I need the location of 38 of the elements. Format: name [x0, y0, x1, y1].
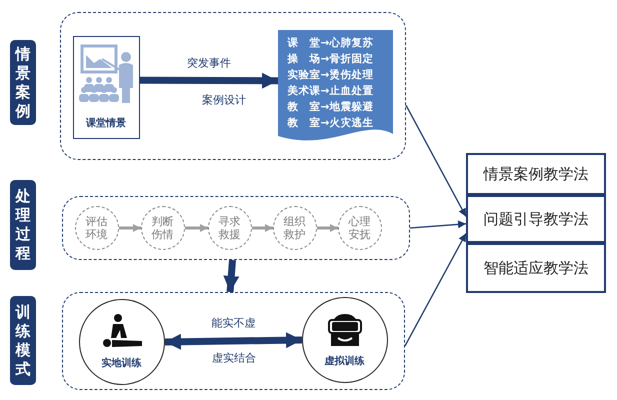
circle-label: 虚拟训练 — [324, 354, 366, 368]
arrow-caption: 虚实结合 — [210, 350, 258, 366]
list-item: 课 堂→心肺复苏 — [288, 36, 374, 50]
dashed-container — [62, 196, 410, 260]
list-item: 教 室→火灾逃生 — [288, 116, 374, 130]
list-item: 教 室→地震躲避 — [288, 100, 374, 114]
method-box: 问题引导教学法 — [466, 195, 606, 243]
arrow-caption: 案例设计 — [200, 92, 248, 108]
section-label: 处理过程 — [10, 180, 36, 270]
arrow — [404, 233, 467, 346]
arrow — [405, 104, 467, 217]
arrow — [317, 224, 338, 232]
arrow — [164, 332, 302, 350]
arrow — [410, 220, 466, 229]
step-circle: 评估环境 — [74, 206, 118, 250]
picture-caption: 课堂情景 — [84, 116, 127, 130]
arrow — [252, 224, 273, 232]
method-box: 情景案例教学法 — [466, 153, 606, 195]
method-box: 智能适应教学法 — [466, 243, 606, 293]
edge-label: 能实不虚 — [210, 316, 258, 330]
list-item: 美术课→止血处置 — [288, 84, 374, 98]
step-circle: 组织救护 — [272, 206, 316, 250]
edge-label: 突发事件 — [185, 55, 233, 70]
section-label: 情景案例 — [10, 40, 36, 125]
dashed-container — [62, 292, 405, 390]
dashed-container — [60, 12, 406, 160]
arrow — [140, 72, 278, 89]
picture-box — [72, 36, 140, 138]
step-circle: 判断伤情 — [140, 206, 184, 250]
circle-label: 实地训练 — [100, 356, 142, 370]
step-circle: 心理安抚 — [338, 206, 382, 250]
step-circle: 寻求救援 — [208, 206, 252, 250]
arrow — [223, 260, 240, 292]
list-item: 实验室→烫伤处理 — [288, 68, 374, 82]
list-item: 操 场→骨折固定 — [288, 52, 374, 66]
arrow — [185, 224, 208, 232]
section-label: 训练模式 — [10, 296, 36, 385]
arrow — [119, 224, 141, 232]
